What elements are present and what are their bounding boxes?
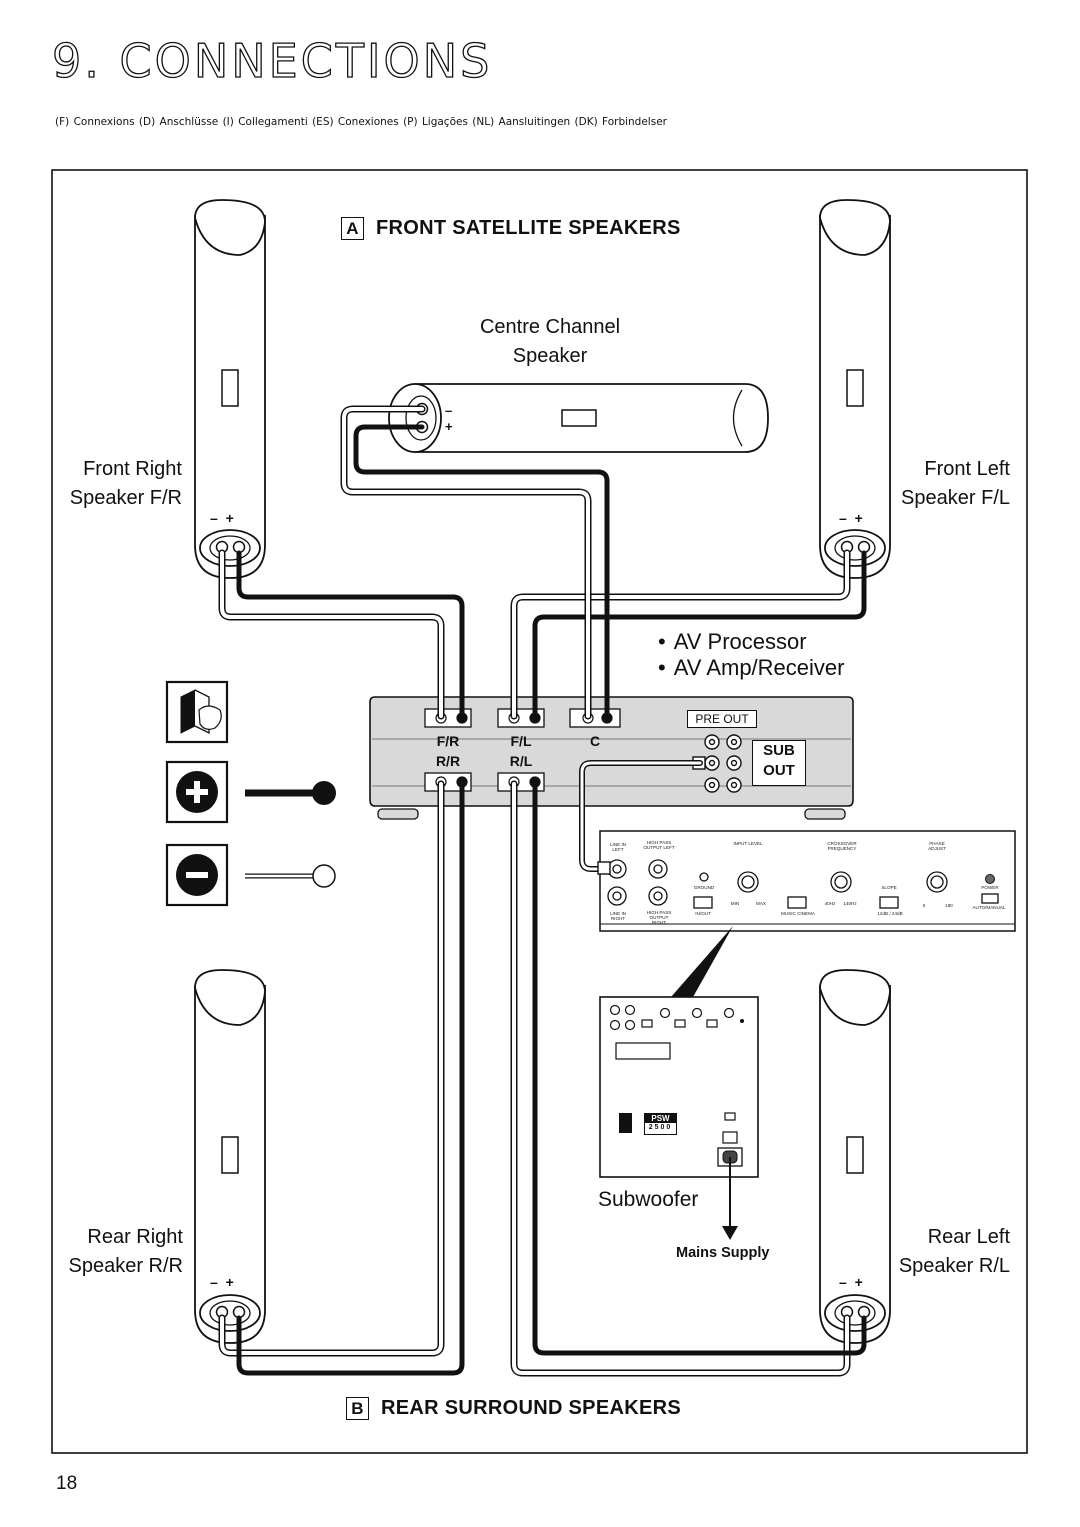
processor-bullet-1: AV Processor <box>658 629 844 655</box>
panel-input-level: INPUT LEVEL <box>733 841 763 846</box>
panel-music-cinema: MUSIC CINEMA <box>781 911 815 916</box>
front-left-label: Front Left Speaker F/L <box>870 455 1010 513</box>
panel-slope: SLOPE <box>881 885 897 890</box>
pre-out-label: PRE OUT <box>687 710 757 728</box>
panel-line-in-right: LINE IN RIGHT <box>609 911 627 921</box>
rear-left-label: Rear Left Speaker R/L <box>870 1223 1010 1281</box>
panel-power: POWER <box>981 885 999 890</box>
rear-right-label-line2: Speaker R/R <box>68 1255 184 1277</box>
panel-min: MIN <box>730 901 740 906</box>
mains-supply-label: Mains Supply <box>676 1245 770 1261</box>
panel-line-in-left: LINE IN LEFT <box>609 842 627 852</box>
panel-slope-vals: 12dB / 24dB <box>877 911 903 916</box>
panel-crossover: CROSSOVER FREQUENCY <box>827 841 857 851</box>
front-right-label-line1: Front Right <box>83 458 182 480</box>
front-left-label-line2: Speaker F/L <box>901 487 1010 509</box>
panel-in-out: IN/OUT <box>695 911 711 916</box>
subwoofer-label: Subwoofer <box>598 1188 699 1211</box>
panel-high-pass-left: HIGH PASS OUTPUT LEFT <box>643 840 675 850</box>
fl-polarity: – + <box>839 510 863 526</box>
speaker-wires <box>218 405 867 1377</box>
centre-speaker-label: Centre Channel Speaker <box>460 313 640 371</box>
panel-max: MAX <box>756 901 766 906</box>
model-badge: PSW 2500 <box>644 1113 677 1135</box>
terminal-label-c: C <box>589 733 601 749</box>
terminal-label-fr: F/R <box>436 733 460 749</box>
panel-auto-manual: AUTO/MANUAL <box>972 905 1006 910</box>
panel-40hz: 40Hz <box>824 901 836 906</box>
front-right-label-line2: Speaker F/R <box>69 487 182 509</box>
panel-high-pass-right: HIGH PASS OUTPUT RIGHT <box>646 910 672 925</box>
panel-phase-0: 0 <box>922 903 926 908</box>
page-number: 18 <box>56 1473 78 1494</box>
legend <box>165 680 336 907</box>
centre-label-line1: Centre Channel <box>479 316 621 338</box>
diagram-frame <box>51 169 1028 1454</box>
page-title: 9. CONNECTIONS <box>51 34 493 88</box>
section-a-heading: A FRONT SATELLITE SPEAKERS <box>341 217 681 240</box>
processor-bullet-2: AV Amp/Receiver <box>658 655 845 681</box>
processor-type-list: AV Processor AV Amp/Receiver <box>658 629 845 681</box>
terminal-label-fl: F/L <box>510 733 532 749</box>
panel-phase-180: 180 <box>945 903 953 908</box>
rl-polarity: – + <box>839 1274 863 1290</box>
section-b-heading: B REAR SURROUND SPEAKERS <box>346 1397 681 1420</box>
terminal-label-rr: R/R <box>435 753 461 769</box>
rear-left-speaker <box>819 969 891 1344</box>
centre-label-line2: Speaker <box>512 345 588 367</box>
section-a-letter: A <box>341 217 364 240</box>
panel-phase: PHASE ADJUST <box>928 841 946 851</box>
centre-polarity: –+ <box>445 403 453 434</box>
front-right-label: Front Right Speaker F/R <box>40 455 182 513</box>
front-right-speaker <box>194 199 266 579</box>
front-left-label-line1: Front Left <box>924 458 1010 480</box>
rear-right-label: Rear Right Speaker R/R <box>40 1223 184 1281</box>
subwoofer-unit <box>599 996 759 1240</box>
section-b-title: REAR SURROUND SPEAKERS <box>381 1397 681 1419</box>
rear-left-label-line1: Rear Left <box>927 1226 1010 1248</box>
panel-ground: GROUND <box>693 885 715 890</box>
fr-polarity: – + <box>210 510 234 526</box>
language-translations: (F) Connexions (D) Anschlüsse (I) Colleg… <box>55 116 667 128</box>
section-a-title: FRONT SATELLITE SPEAKERS <box>376 217 681 239</box>
section-b-letter: B <box>346 1397 369 1420</box>
rear-right-speaker <box>194 969 266 1344</box>
sub-out-label: SUB OUT <box>752 740 806 786</box>
subwoofer-panel-detail <box>597 830 1016 997</box>
rear-left-label-line2: Speaker R/L <box>898 1255 1010 1277</box>
panel-140hz: 140Hz <box>843 901 857 906</box>
rear-right-label-line1: Rear Right <box>87 1226 183 1248</box>
terminal-label-rl: R/L <box>509 753 533 769</box>
rr-polarity: – + <box>210 1274 234 1290</box>
